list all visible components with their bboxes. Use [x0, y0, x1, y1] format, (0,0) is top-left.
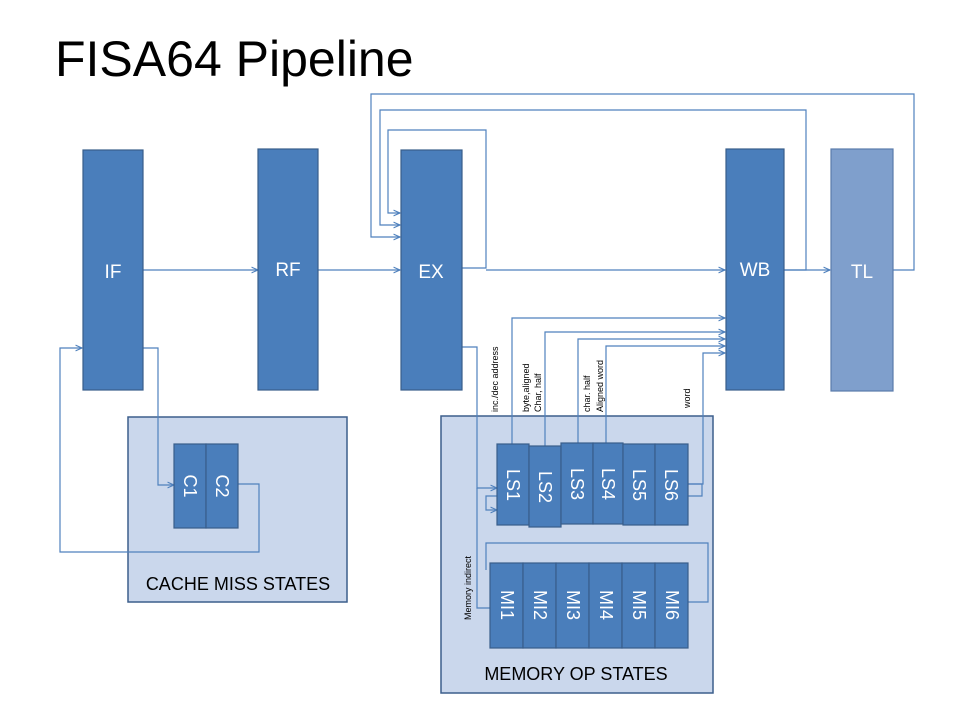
state-mi3-label: MI3 — [563, 590, 583, 620]
state-ls2-label: LS2 — [535, 471, 555, 503]
state-ls6-box — [654, 443, 689, 526]
page-title: FISA64 Pipeline — [55, 31, 414, 87]
wire-ls1-wb — [511, 318, 725, 444]
state-ls1-label: LS1 — [503, 469, 523, 501]
cache-miss-group-label: CACHE MISS STATES — [146, 574, 330, 594]
wire-wb-feedback — [379, 109, 807, 271]
state-c2-label: C2 — [212, 474, 232, 497]
wire-label-inc-dec: inc./dec address — [490, 346, 500, 412]
state-c1-box — [173, 443, 207, 529]
wire-memory-indirect — [476, 488, 490, 609]
stage-if-box — [82, 149, 144, 391]
wire-tl-feedback — [370, 93, 915, 271]
state-ls3-box — [560, 442, 594, 525]
state-ls5-label: LS5 — [629, 469, 649, 501]
state-mi2-label: MI2 — [530, 590, 550, 620]
stage-wb-label: WB — [740, 260, 771, 281]
state-mi5-label: MI5 — [629, 590, 649, 620]
state-mi6-label: MI6 — [662, 590, 682, 620]
wire-ls2-wb — [544, 332, 725, 446]
stage-ex-box — [400, 149, 463, 391]
state-ls6-label: LS6 — [661, 469, 681, 501]
state-c1-label: C1 — [180, 474, 200, 497]
stage-wb-box — [725, 148, 785, 391]
state-ls4-box — [592, 442, 624, 525]
stage-tl-label: TL — [851, 262, 873, 283]
wire-label-byte-aligned: byte,aligned — [521, 363, 531, 412]
stage-ex-label: EX — [418, 262, 444, 283]
stage-tl-box — [830, 148, 894, 392]
state-c2-box — [205, 443, 239, 529]
wire-label-memory-indirect: Memory indirect — [463, 555, 473, 620]
stage-if-label: IF — [105, 262, 122, 283]
state-mi5-box — [621, 562, 656, 649]
wire-label-char-half-b: char. half — [582, 375, 592, 412]
state-ls5-box — [622, 443, 656, 526]
wire-ls4-wb — [605, 346, 725, 444]
state-mi1-box — [489, 562, 524, 649]
wire-ex-memop — [462, 346, 497, 488]
stage-rf-box — [257, 148, 319, 391]
wire-ex-feedback — [387, 129, 487, 269]
wire-label-aligned-word: Aligned word — [595, 360, 605, 412]
wire-label-word: word — [682, 388, 692, 409]
wire-c2-if — [59, 348, 260, 553]
wire-if-c1 — [143, 347, 174, 485]
state-mi4-box — [588, 562, 623, 649]
wire-mi-loop — [485, 542, 709, 603]
wire-ls3-wb — [577, 339, 725, 444]
state-ls3-label: LS3 — [567, 468, 587, 500]
stage-rf-label: RF — [275, 260, 300, 281]
state-ls4-label: LS4 — [598, 468, 618, 500]
state-mi4-label: MI4 — [596, 590, 616, 620]
state-ls1-box — [496, 443, 530, 526]
state-mi2-box — [522, 562, 557, 649]
state-ls2-box — [528, 445, 562, 528]
state-mi1-label: MI1 — [497, 590, 517, 620]
state-mi6-box — [654, 562, 689, 649]
wire-label-char-half-a: Char, half — [533, 373, 543, 412]
memory-op-group-label: MEMORY OP STATES — [484, 664, 667, 684]
